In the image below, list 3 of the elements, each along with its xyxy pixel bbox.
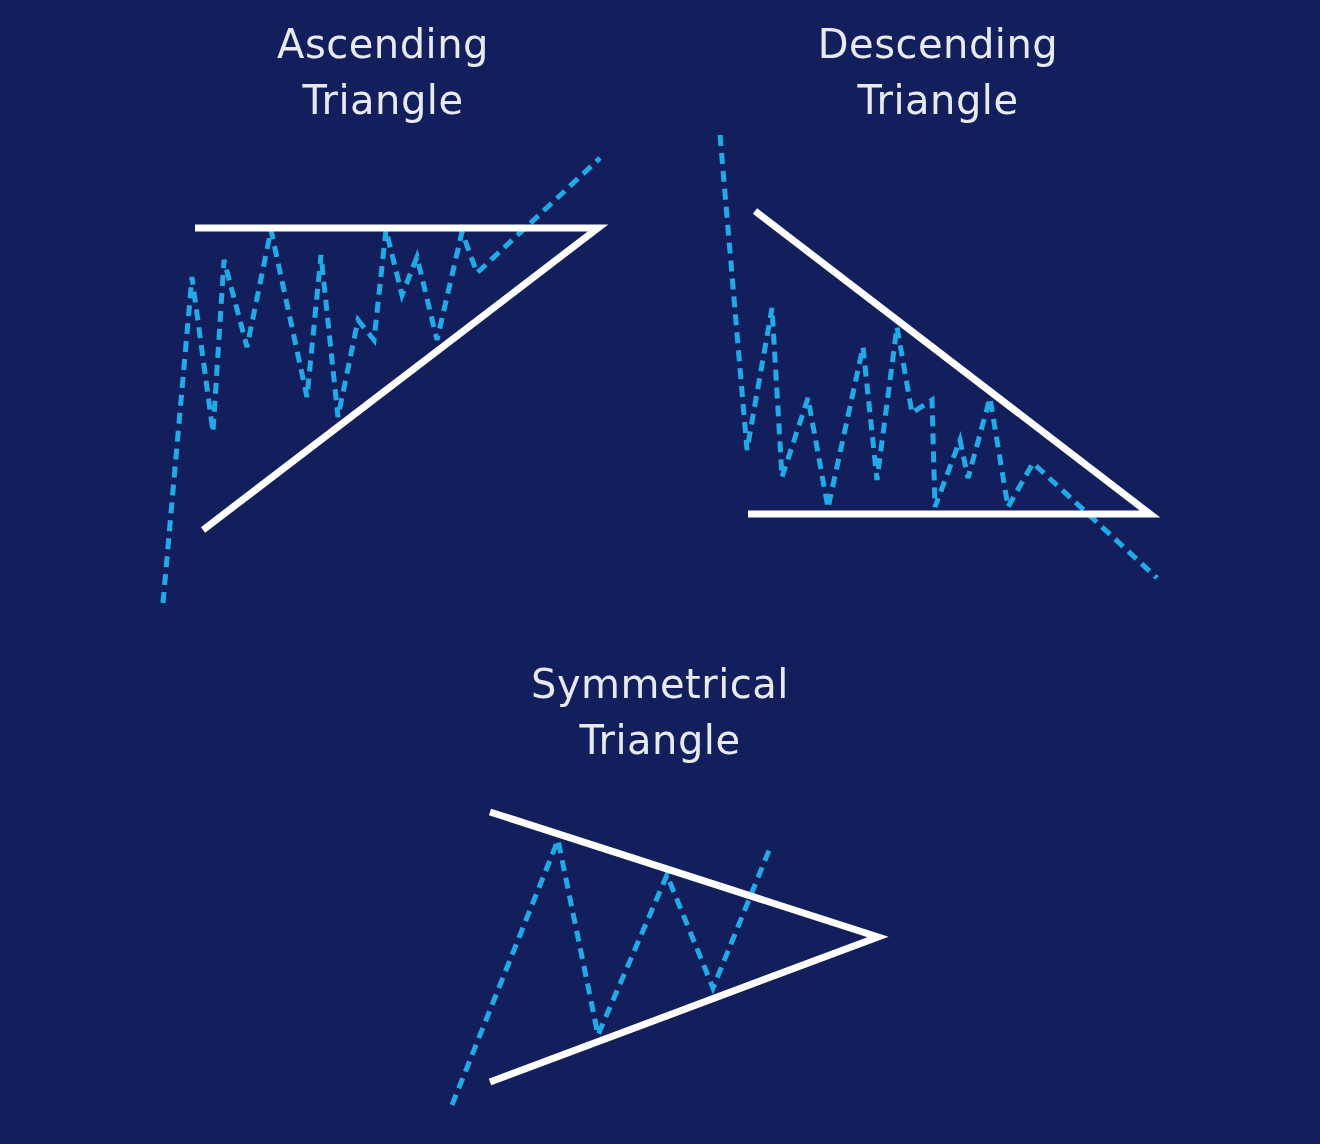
- pattern-title: Symmetrical Triangle: [530, 660, 790, 765]
- pattern-title: Ascending Triangle: [276, 20, 490, 125]
- pattern-title: Descending Triangle: [816, 20, 1060, 125]
